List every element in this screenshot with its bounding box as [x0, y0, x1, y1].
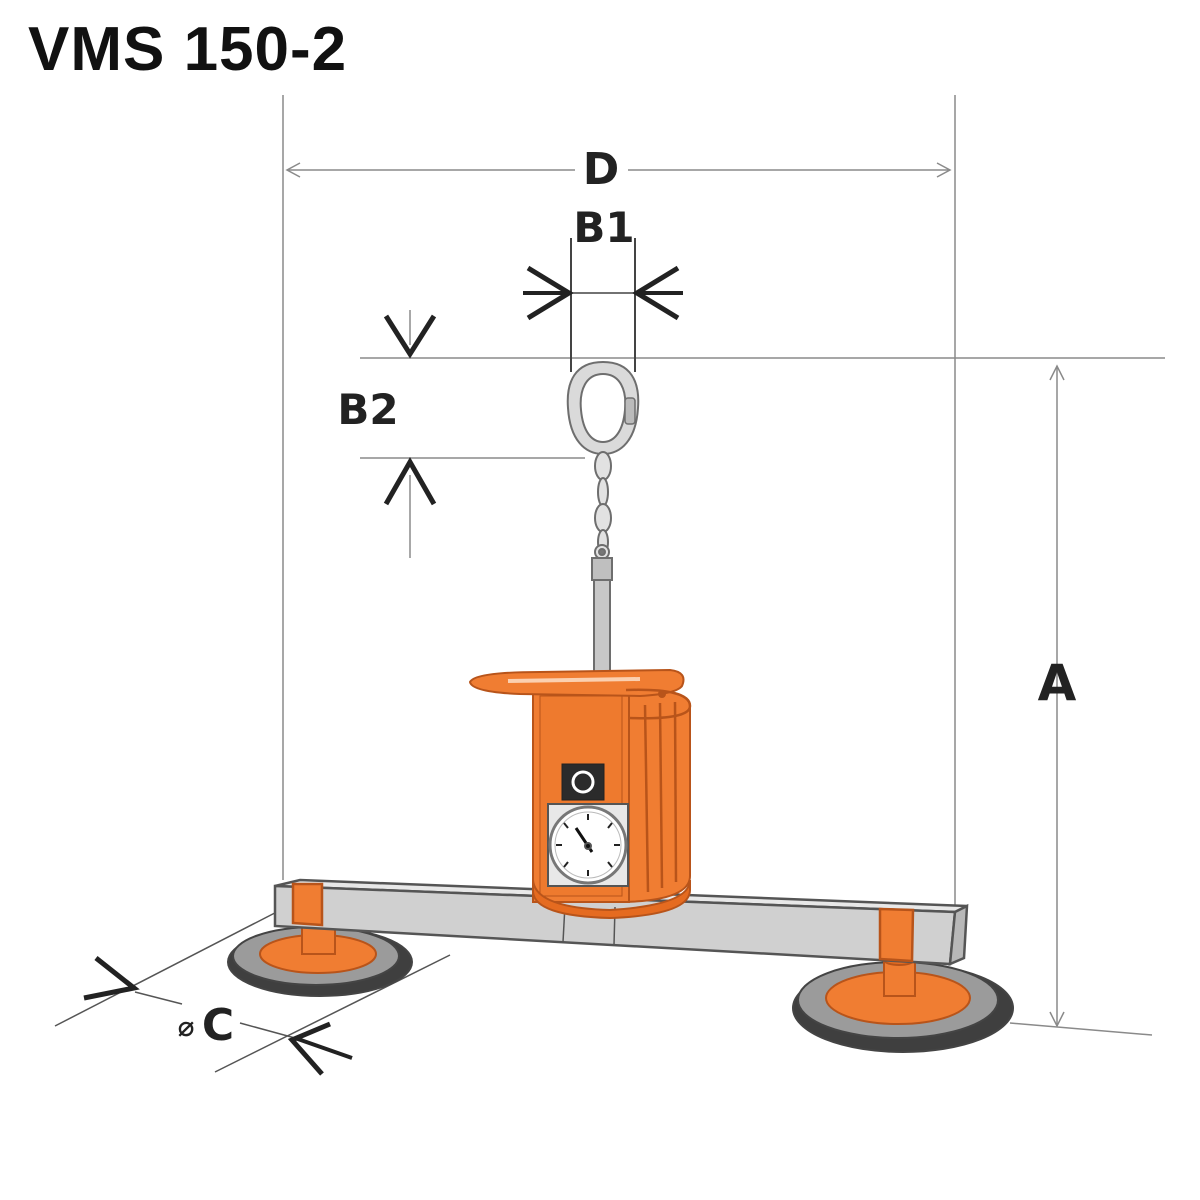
extension-lines — [282, 95, 1165, 1036]
spindle — [591, 557, 613, 673]
dimension-a-label: A — [1038, 654, 1077, 712]
dimension-b1-label: B1 — [573, 203, 634, 252]
dimension-b1 — [523, 238, 683, 372]
dimension-b2 — [383, 314, 437, 506]
dimension-c — [54, 899, 451, 1076]
dimension-a — [1049, 364, 1065, 1028]
dimension-c-symbol: ⌀ — [178, 1010, 195, 1043]
dimension-b2-label: B2 — [337, 385, 398, 434]
page-title: VMS 150-2 — [28, 15, 348, 84]
release-button — [561, 763, 605, 801]
dimension-d — [285, 162, 952, 178]
lifting-eye — [566, 360, 640, 456]
suction-pad-right — [792, 954, 1014, 1053]
suction-pad-left — [227, 916, 413, 997]
vacuum-gauge — [547, 803, 629, 887]
chain — [594, 451, 612, 560]
dimension-d-label: D — [583, 144, 620, 195]
dimension-c-label: C — [202, 1000, 234, 1051]
